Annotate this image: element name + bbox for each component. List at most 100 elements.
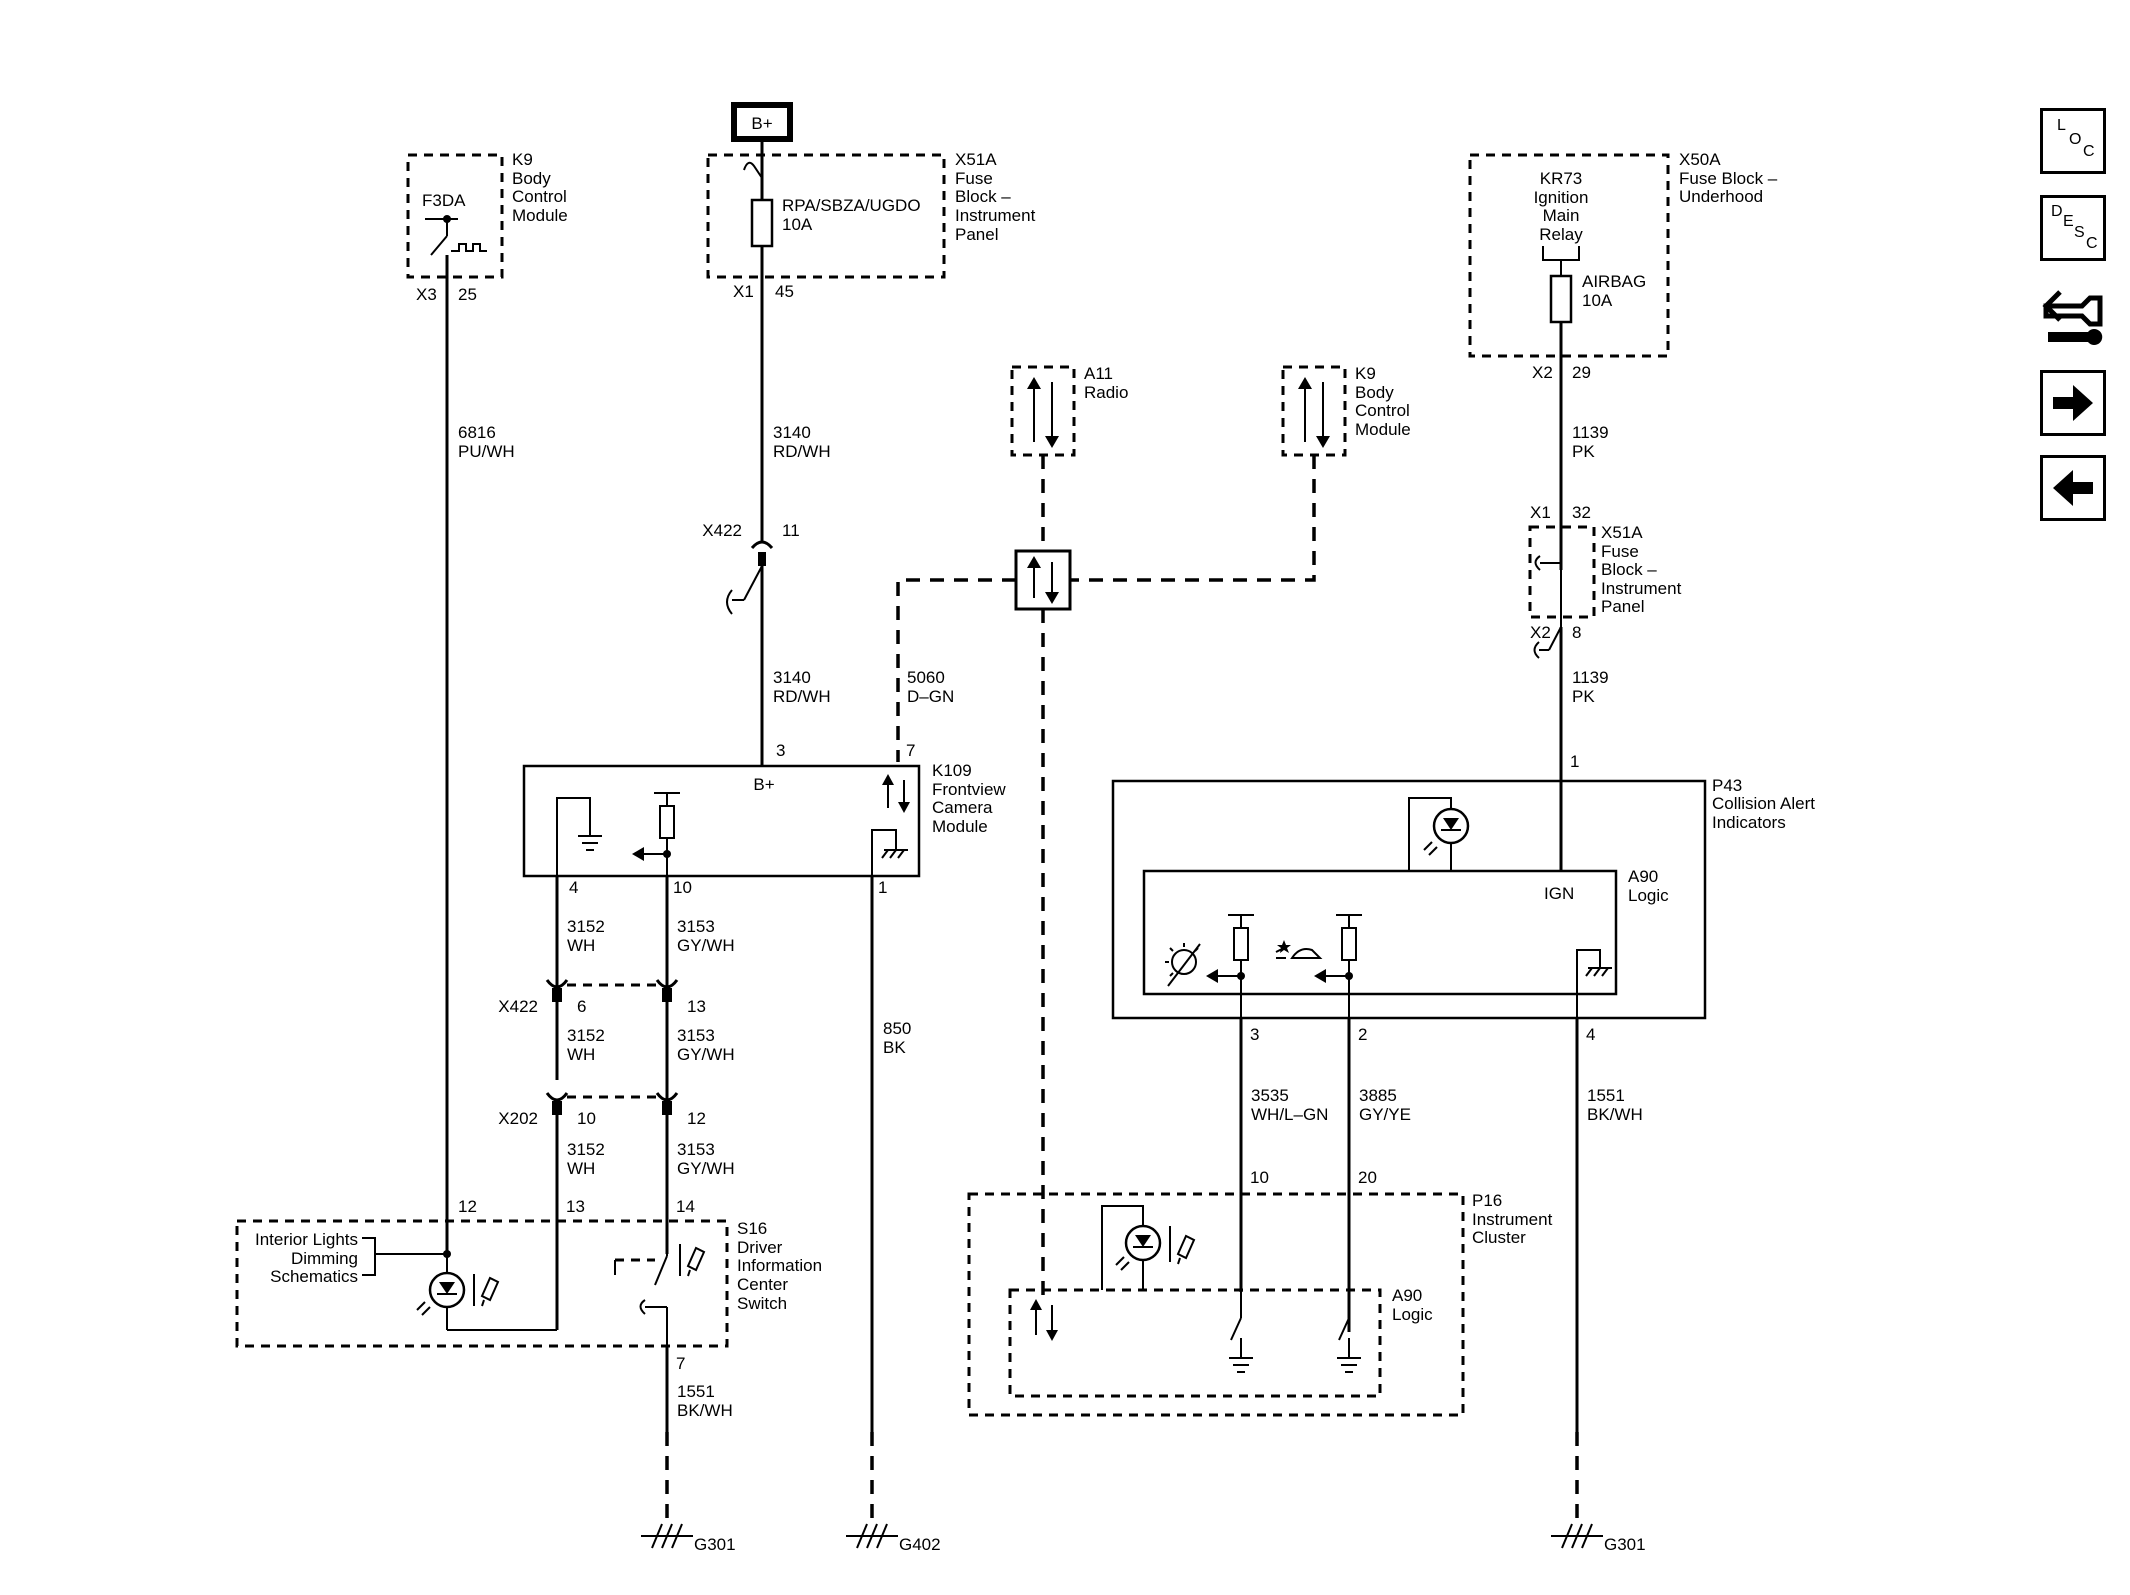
wire-1551-b-color: BK/WH [1587,1105,1643,1124]
connector-wrench-button[interactable] [2040,282,2106,348]
x51a-mid-out-conn: X2 [1530,623,1551,642]
x50a-fuse-block-underhood: KR73 Ignition Main Relay AIRBAG 10A X50A… [1468,150,1778,382]
p16-instrument-cluster: 10 20 P16 Instrument Cluster A90 Logic [967,1168,1553,1417]
k109-name-line2: Frontview [932,780,1006,799]
desc-letter-d: D [2051,203,2063,220]
wire-3153-b-color: GY/WH [677,1045,735,1064]
wire-3152-a-circuit: 3152 [567,917,605,936]
s16-name-line2: Driver [737,1238,783,1257]
s16-driver-information-center-switch: 12 13 14 S16 Driver Information Center S… [235,1197,822,1373]
x202-pin10: 10 [577,1109,596,1128]
battery-label: B+ [751,114,772,133]
p43-pin-4: 4 [1586,1025,1595,1044]
p43-in-pin: 1 [1570,752,1579,771]
wire-3885-color: GY/YE [1359,1105,1411,1124]
wire-1551-b-circuit: 1551 [1587,1086,1625,1105]
s16-out-pin: 7 [676,1354,685,1373]
x51a-connector-label: X1 [733,282,754,301]
wire-1139-lower-color: PK [1572,687,1595,706]
x422-connector-pins-6-13: X422 6 13 [498,979,706,1016]
a90-p43-name2: Logic [1628,886,1669,905]
k9-name-line4: Module [512,206,568,225]
p43-name-line2: Collision Alert [1712,794,1815,813]
wire-3152-b-circuit: 3152 [567,1026,605,1045]
s16-name-line5: Switch [737,1294,787,1313]
k9-pin-label: 25 [458,285,477,304]
wire-3535-color: WH/L–GN [1251,1105,1328,1124]
k9-mid-name2: Body [1355,383,1394,402]
wire-1139-lower-circuit: 1139 [1572,668,1609,687]
next-button[interactable] [2040,370,2106,436]
kr73-line3: Main [1543,206,1580,225]
x51a-name-line1: X51A [955,150,997,169]
loc-letter-l: L [2057,117,2066,134]
serial-data-bus [896,455,1316,1300]
p43-pin-3: 3 [1250,1025,1259,1044]
x422-pin: 11 [782,521,800,540]
wire-1551-a-color: BK/WH [677,1401,733,1420]
p16-name-line2: Instrument [1472,1210,1553,1229]
a90-p43-ign: IGN [1544,884,1574,903]
a11-desc: Radio [1084,383,1128,402]
x51a-mid-in-pin: 32 [1572,503,1591,522]
kr73-line4: Relay [1539,225,1583,244]
k9-body-control-module-mid: K9 Body Control Module [1281,364,1411,457]
k109-name-line3: Camera [932,798,993,817]
a90-p16-name2: Logic [1392,1305,1433,1324]
loc-button[interactable]: L O C [2040,108,2106,174]
wire-6816-circuit: 6816 [458,423,496,442]
x51a-mid-out-pin: 8 [1572,623,1581,642]
k109-name-line4: Module [932,817,988,836]
x51a-name-line5: Panel [955,225,998,244]
wire-5060-circuit: 5060 [907,668,945,687]
desc-letter-c: C [2086,235,2098,252]
wire-3152-c-color: WH [567,1159,595,1178]
wire-3153-a-circuit: 3153 [677,917,715,936]
x50a-connector: X2 [1532,363,1553,382]
ground-g402: G402 [846,1523,941,1554]
wire-3153-a-color: GY/WH [677,936,735,955]
previous-button[interactable] [2040,455,2106,521]
wire-3152-c-circuit: 3152 [567,1140,605,1159]
x51a-fuse-rating: 10A [782,215,813,234]
a11-name: A11 [1084,364,1113,383]
x51a-fuse-block-mid: X1 32 X2 8 X51A Fuse Block – Instrument … [1528,503,1682,659]
x202-name: X202 [498,1109,538,1128]
kr73-line1: KR73 [1540,169,1583,188]
s16-pin-12: 12 [458,1197,477,1216]
s16-name-line3: Information [737,1256,822,1275]
wire-3153-c-color: GY/WH [677,1159,735,1178]
k109-bplus-label: B+ [753,775,774,794]
wire-3140-lower-color: RD/WH [773,687,831,706]
k9-body-control-module-top: F3DA K9 Body Control Module X3 25 [406,150,568,304]
x422-c-pin6: 6 [577,997,586,1016]
p43-name-line3: Indicators [1712,813,1786,832]
wire-3152-a-color: WH [567,936,595,955]
k109-pin-3: 3 [776,741,785,760]
s16-pin-13: 13 [566,1197,585,1216]
s16-name-line1: S16 [737,1219,767,1238]
x51a-mid-name4: Instrument [1601,579,1682,598]
wire-850-color: BK [883,1038,906,1057]
x51a-mid-name1: X51A [1601,523,1643,542]
wire-6816-color: PU/WH [458,442,515,461]
k109-pin-7: 7 [906,741,915,760]
p16-pin-10: 10 [1250,1168,1269,1187]
wire-3153-b-circuit: 3153 [677,1026,715,1045]
x51a-pin-label: 45 [775,282,794,301]
loc-letter-o: O [2069,131,2082,148]
wire-3152-b-color: WH [567,1045,595,1064]
x51a-mid-name5: Panel [1601,597,1644,616]
x50a-fuse-name: AIRBAG [1582,272,1646,291]
ground-g301-left: G301 [641,1523,736,1554]
p16-pin-20: 20 [1358,1168,1377,1187]
p16-name-line3: Cluster [1472,1228,1526,1247]
k109-pin-10: 10 [673,878,692,897]
k9-name-line2: Body [512,169,551,188]
interior-lights-line3: Schematics [270,1267,358,1286]
arrow-right-icon [2053,385,2093,421]
x51a-name-line3: Block – [955,187,1011,206]
s16-name-line4: Center [737,1275,788,1294]
desc-button[interactable]: D E S C [2040,195,2106,261]
